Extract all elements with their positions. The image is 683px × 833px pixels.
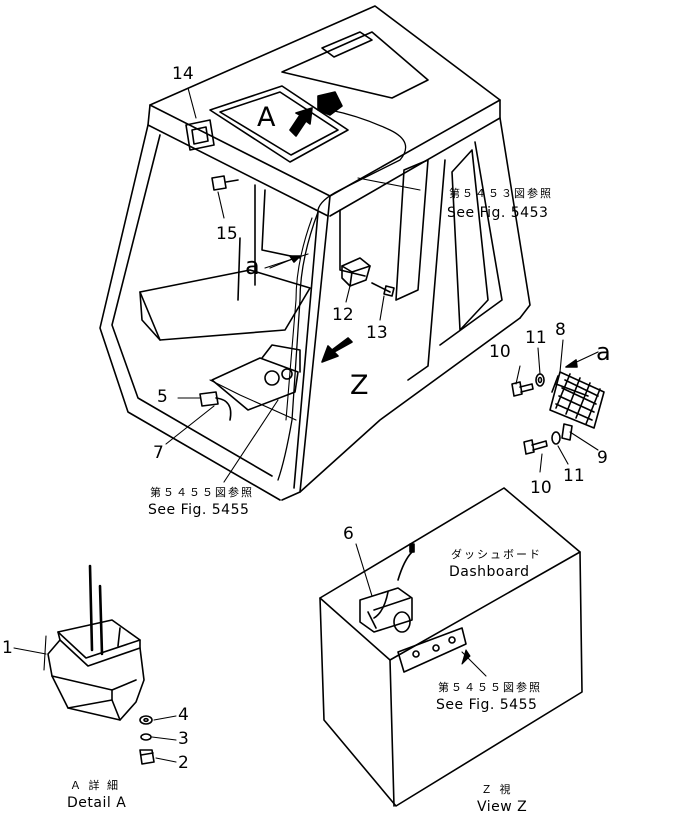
bolt-10-upper: [511, 381, 534, 397]
callout-2: 2: [178, 753, 189, 773]
ref-fig5453-jp: 第５４５３図参照: [449, 187, 553, 200]
ref-fig5455-left-en: See Fig. 5455: [148, 502, 250, 518]
view-z-caption-en: View Z: [477, 799, 528, 815]
view-z-caption-jp: Ｚ 視: [481, 783, 513, 796]
callout-12: 12: [332, 305, 354, 325]
view-letter-a-left: a: [245, 252, 260, 280]
view-z-dashboard: [319, 487, 583, 807]
callout-10-upper: 10: [489, 342, 511, 362]
ref-fig5453-en: See Fig. 5453: [447, 205, 549, 221]
cab-outline: [99, 5, 531, 501]
callout-1: 1: [2, 638, 13, 658]
grille-part-8: [549, 371, 605, 429]
leader-lines-cab: [165, 87, 421, 483]
callout-9: 9: [597, 448, 608, 468]
detail-a-caption-en: Detail A: [67, 795, 127, 811]
dashboard-label-jp: ダッシュボード: [451, 548, 542, 561]
leader-lines-right: [515, 339, 599, 473]
detail-a-caption-jp: Ａ 詳 細: [70, 779, 120, 792]
dashboard-label-en: Dashboard: [449, 564, 530, 580]
callout-3: 3: [178, 729, 189, 749]
callout-4: 4: [178, 705, 189, 725]
detail-a-lamp: [47, 564, 155, 765]
callout-11-lower: 11: [563, 466, 585, 486]
callout-7: 7: [153, 443, 164, 463]
callout-6: 6: [343, 524, 354, 544]
ref-fig5455-left-jp: 第５４５５図参照: [150, 486, 254, 499]
view-arrow-z: [321, 337, 353, 363]
callout-8: 8: [555, 320, 566, 340]
washer-11-upper: [535, 373, 545, 387]
view-letter-a-upper: A: [257, 102, 276, 133]
ref-fig5455-right-en: See Fig. 5455: [436, 697, 538, 713]
arrow-a-right: [565, 351, 599, 368]
callout-11-upper: 11: [525, 328, 547, 348]
bolt-10-lower: [523, 439, 548, 455]
callout-15: 15: [216, 224, 238, 244]
leader-lines-detail-a: [13, 635, 177, 763]
callout-5: 5: [157, 387, 168, 407]
view-arrow-a: [289, 107, 313, 137]
view-letter-z: Z: [350, 370, 369, 401]
callout-13: 13: [366, 323, 388, 343]
callout-14: 14: [172, 64, 194, 84]
callout-10-lower: 10: [530, 478, 552, 498]
arrow-a-left: [269, 255, 301, 269]
washer-11-lower: [551, 423, 573, 445]
ref-fig5455-right-jp: 第５４５５図参照: [438, 681, 542, 694]
view-letter-a-right: a: [596, 338, 611, 366]
leader-lines-view-z: [355, 543, 487, 677]
